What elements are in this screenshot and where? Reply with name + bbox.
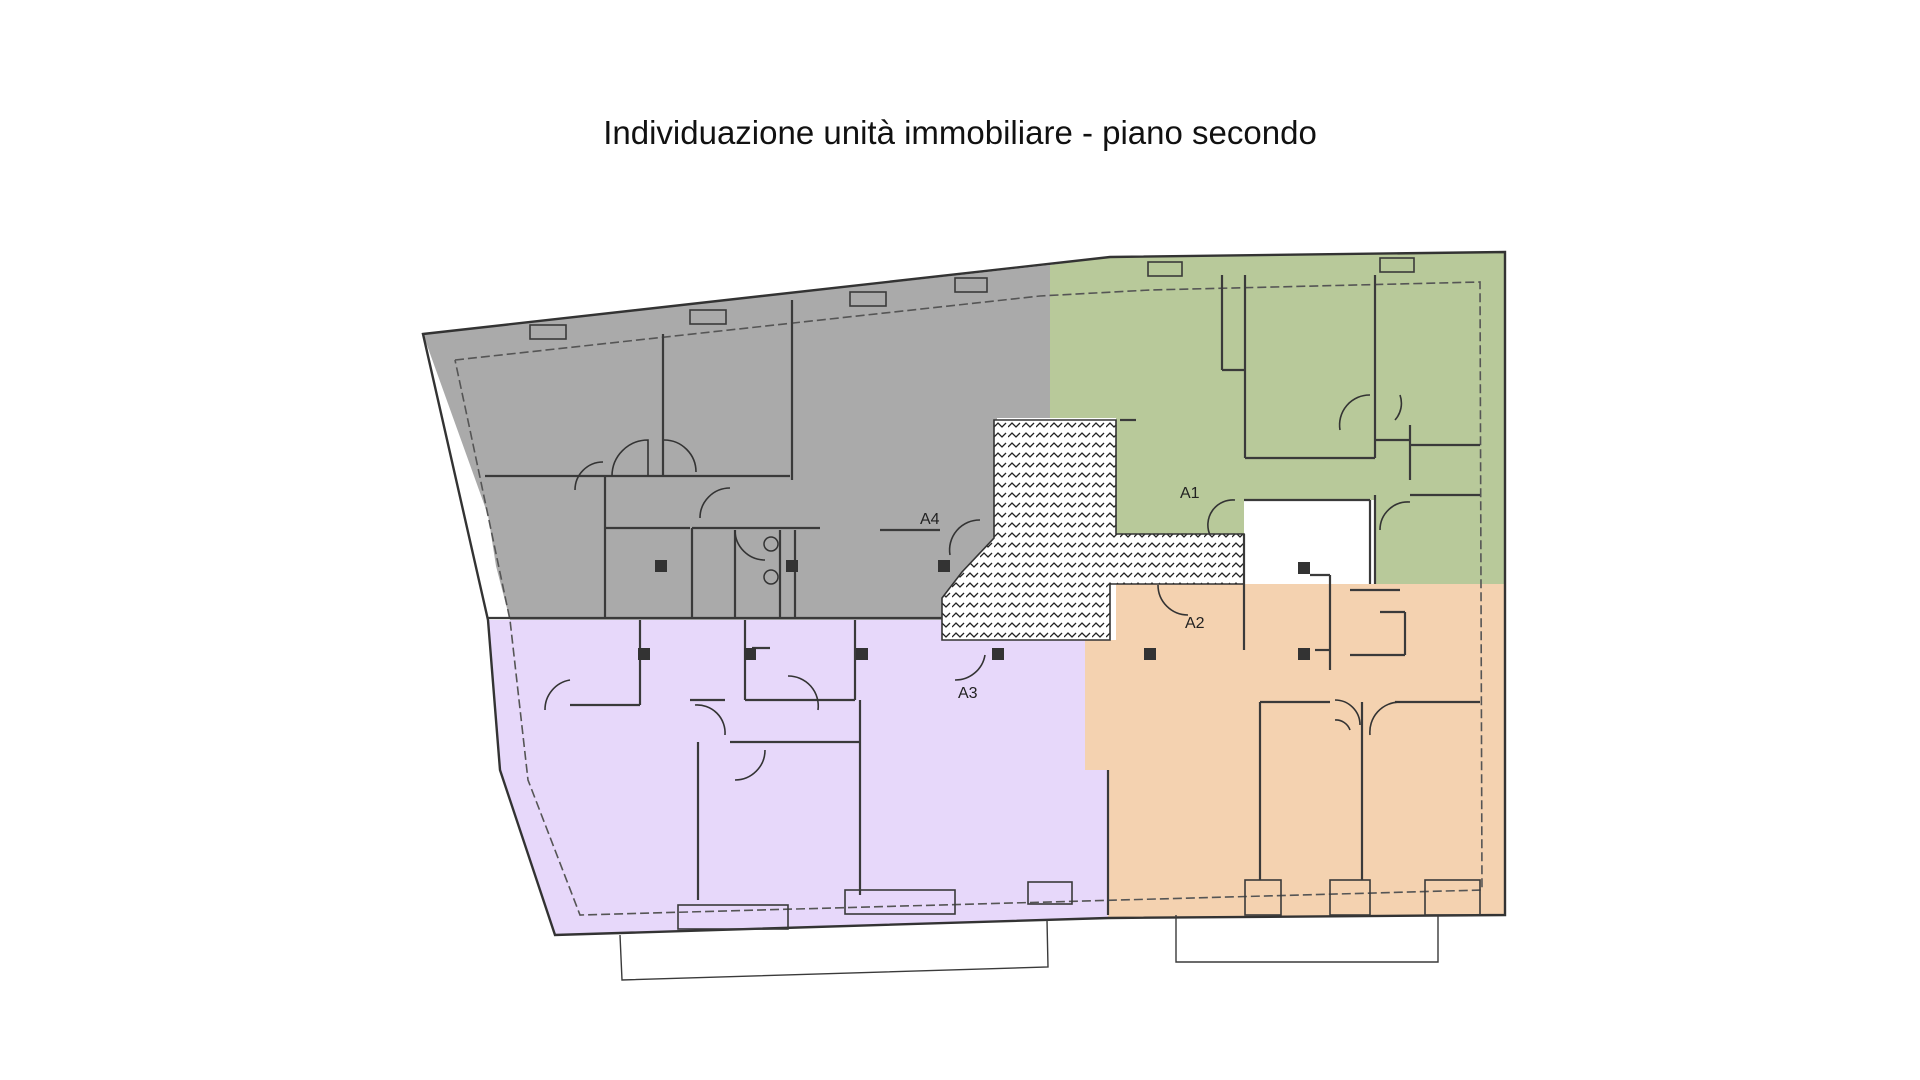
unit-a1-walls	[1120, 275, 1480, 584]
door-swings	[544, 394, 1411, 781]
unit-a2-walls	[1106, 498, 1480, 915]
unit-label-a2: A2	[1185, 615, 1205, 632]
unit-a4-area[interactable]	[423, 265, 1050, 620]
unit-label-a3: A3	[958, 685, 978, 702]
unit-a3-walls	[570, 620, 862, 900]
unit-label-a1: A1	[1180, 485, 1200, 502]
building-outline	[421, 250, 1507, 937]
facade-piers	[529, 257, 1481, 930]
balcony-right	[1175, 915, 1439, 963]
common-area-hatched	[941, 419, 1245, 641]
unit-label-a4: A4	[920, 511, 940, 528]
unit-a1-area[interactable]	[1050, 252, 1505, 584]
shaft-markers	[638, 536, 1310, 660]
balcony-left	[619, 919, 1049, 981]
unit-a2-area[interactable]	[1085, 584, 1505, 918]
unit-a3-area[interactable]	[488, 620, 1108, 935]
unit-a4-walls	[485, 300, 942, 620]
page-title: Individuazione unità immobiliare - piano…	[603, 114, 1317, 151]
